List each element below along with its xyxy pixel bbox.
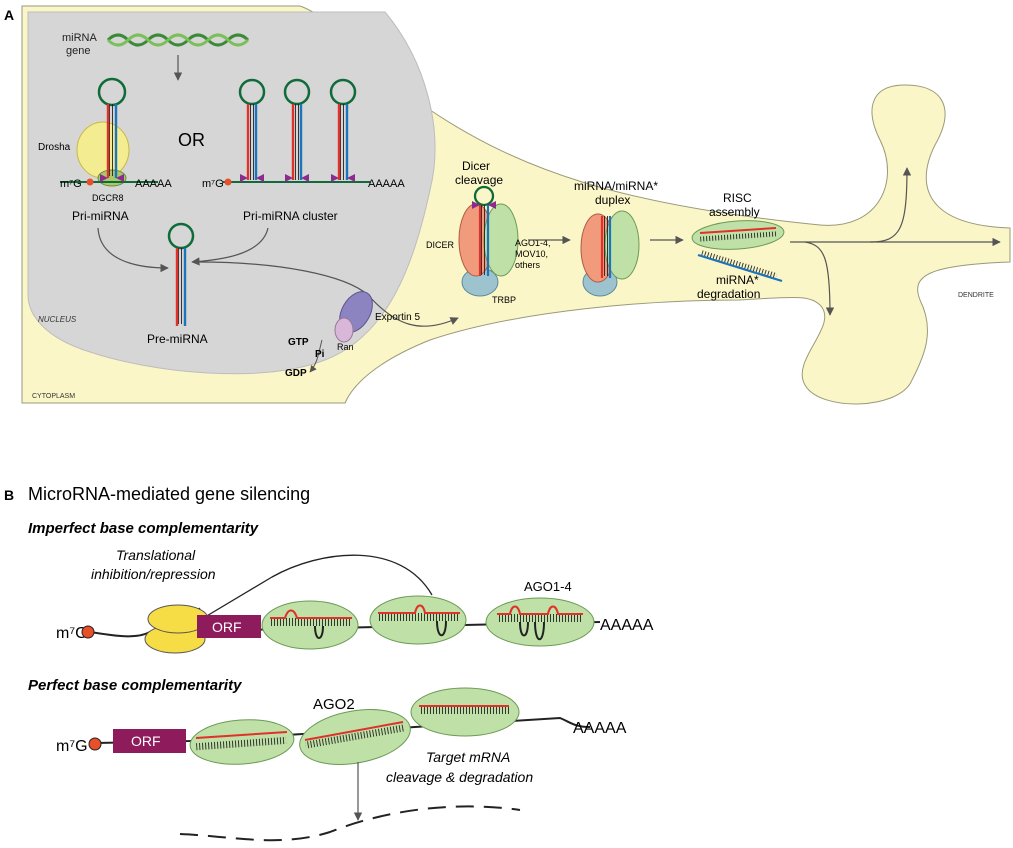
m7g-label-1: m⁷G (60, 178, 82, 190)
nucleus-label: NUCLEUS (38, 315, 77, 324)
polya-label-2: AAAAA (368, 178, 405, 190)
pre-mirna-hairpin (167, 222, 195, 326)
cytoplasm-label: CYTOPLASM (32, 393, 75, 400)
pri-mirna-hairpin (60, 77, 158, 183)
target-cleavage-label: Target mRNA cleavage & degradation (386, 749, 533, 785)
ran-protein (334, 317, 354, 343)
or-label: OR (178, 130, 205, 150)
dendrite-label: DENDRITE (958, 292, 994, 299)
duplex-label: miRNA/miRNA* duplex (574, 179, 661, 207)
gdp-label: GDP (285, 368, 307, 379)
exportin5-label: Exportin 5 (375, 312, 420, 323)
arrow-pri-to-pre (97, 227, 169, 273)
pi-label: Pi (315, 349, 325, 360)
perfect-heading: Perfect base complementarity (28, 677, 242, 694)
arrow-dendrite-up (869, 167, 912, 243)
arrow-dendrite-down (804, 241, 835, 316)
ago-complex-1 (261, 600, 359, 650)
panel-b-letter: B (4, 487, 14, 503)
ago2-complex-1 (189, 719, 295, 765)
mirna-duplex (600, 216, 612, 278)
ago-complex-2 (369, 595, 467, 645)
cap-icon (88, 737, 102, 751)
ago14-label: AGO1-4 (524, 579, 572, 594)
imperfect-heading: Imperfect base complementarity (28, 520, 259, 537)
ran-label: Ran (337, 342, 354, 352)
mirna-star-strand (697, 250, 783, 283)
dicer-bound-premirna (472, 185, 496, 276)
polya-label-b2: AAAAA (573, 720, 627, 737)
orf-label-2: ORF (131, 733, 161, 749)
gtp-label: GTP (288, 337, 309, 348)
drosha-protein (76, 121, 130, 179)
polya-label-b1: AAAAA (600, 617, 654, 634)
pri-mirna-cluster (222, 78, 370, 183)
cap-icon (224, 178, 232, 186)
degraded-mrna (179, 805, 521, 842)
translational-label: Translational inhibition/repression (91, 547, 216, 582)
pre-mirna-label: Pre-miRNA (147, 332, 208, 346)
ago-complex-3 (485, 597, 595, 647)
pri-mirna-cluster-label: Pri-miRNA cluster (243, 209, 338, 223)
m7g-label-b2: m⁷G (56, 738, 88, 755)
arrow-cluster-to-pre (191, 227, 269, 266)
inhibition-line (204, 554, 433, 618)
dna-helix-icon (106, 33, 250, 47)
mrna-line-2 (95, 716, 591, 744)
ago2-complex-3 (410, 687, 520, 737)
orf-box-2 (113, 729, 186, 753)
risc-label: RISC assembly (709, 191, 760, 219)
dicer-label: DICER (426, 240, 455, 250)
ago-mov10-label: AGO1-4, MOV10, others (515, 238, 553, 270)
m7g-label-b1: m⁷G (56, 625, 88, 642)
gtp-arrow (309, 339, 323, 373)
ago2-complex-2 (299, 709, 411, 765)
mirna-gene-label: miRNA gene (62, 32, 99, 57)
dgcr8-label: DGCR8 (92, 193, 124, 203)
ago2-label: AGO2 (313, 696, 355, 713)
panel-b-title: MicroRNA-mediated gene silencing (28, 484, 310, 504)
risc-mirna (699, 227, 777, 242)
degradation-label: miRNA* degradation (697, 273, 762, 301)
dicer-cleavage-label: Dicer cleavage (455, 159, 503, 187)
cap-icon (86, 178, 94, 186)
nucleus-region (27, 11, 436, 375)
orf-box-1 (197, 615, 261, 638)
trbp-label: TRBP (492, 295, 516, 305)
orf-label-1: ORF (212, 619, 242, 635)
drosha-label: Drosha (38, 142, 71, 153)
pri-mirna-label: Pri-miRNA (72, 209, 129, 223)
m7g-label-2: m⁷G (202, 178, 224, 190)
cap-icon (81, 625, 95, 639)
polya-label-1: AAAAA (135, 178, 172, 190)
panel-a-letter: A (4, 7, 14, 23)
